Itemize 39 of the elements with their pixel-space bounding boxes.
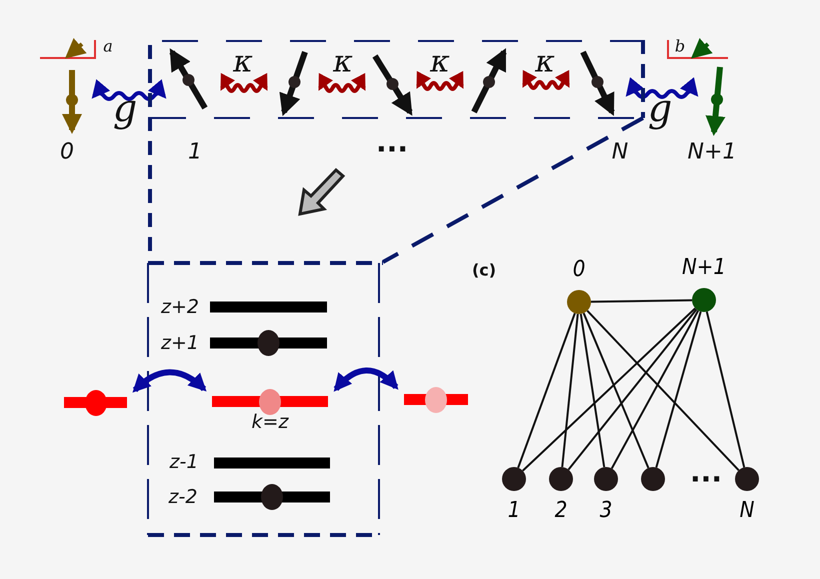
- connector-line: [590, 299, 692, 303]
- level-label: z-1: [170, 451, 198, 473]
- site-index: N+1: [688, 140, 736, 164]
- coupling-symbol: g: [112, 86, 138, 130]
- connector-line: [522, 308, 696, 472]
- connector-line: [568, 308, 698, 470]
- coupling-symbol: κ: [535, 44, 555, 80]
- node-label: N+1: [681, 256, 727, 280]
- coupling-symbol: κ: [430, 44, 450, 80]
- site-index: N: [612, 140, 628, 164]
- connector-line: [655, 311, 702, 468]
- level-label: z+1: [161, 332, 199, 354]
- connector-line: [582, 312, 650, 468]
- connector-line: [706, 311, 746, 468]
- coupling-symbol: κ: [233, 44, 253, 80]
- hopping-arrow: [132, 369, 207, 392]
- level-label: z+2: [161, 296, 199, 318]
- panel-letter: a: [103, 36, 113, 56]
- panel-letter: (c): [472, 260, 496, 280]
- level-label: z-2: [168, 486, 198, 508]
- node-label: 0: [572, 258, 586, 282]
- connector-line: [586, 310, 740, 471]
- coupling-symbol: κ: [333, 44, 353, 80]
- node-label: 1: [506, 499, 522, 523]
- site-index: 1: [188, 140, 202, 164]
- site-index: 0: [60, 140, 74, 164]
- node-label: 2: [554, 499, 568, 523]
- connector-line: [610, 310, 700, 469]
- connector-line: [517, 312, 576, 468]
- ellipsis: ...: [376, 126, 408, 158]
- coupling-symbol: g: [648, 86, 672, 130]
- level-label: k=z: [252, 411, 288, 433]
- connector-line: [561, 314, 579, 468]
- node-label: N: [738, 499, 756, 523]
- panel-letter: b: [674, 36, 686, 56]
- ellipsis: ...: [690, 456, 722, 488]
- node-label: 3: [598, 499, 614, 523]
- connector-line: [580, 314, 606, 468]
- hopping-arrow: [334, 368, 398, 392]
